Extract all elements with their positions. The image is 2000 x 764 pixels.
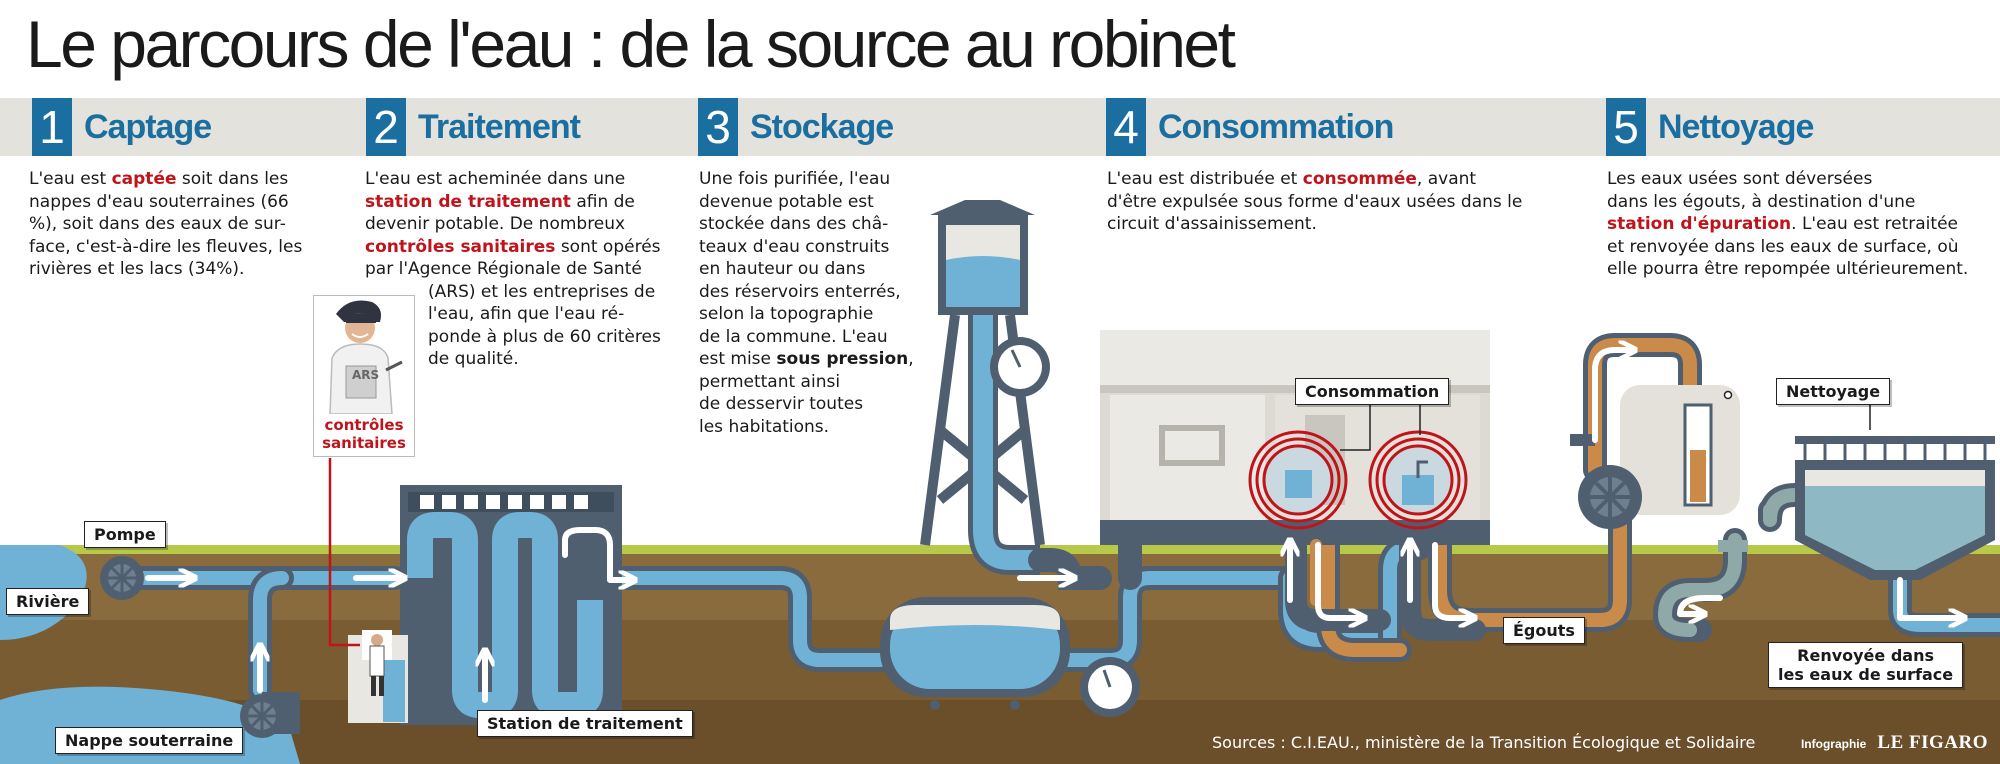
- flow-arrow: [1315, 542, 1360, 618]
- controls-label: contrôles sanitaires: [314, 416, 414, 452]
- step-stockage: 3 Stockage: [698, 98, 894, 156]
- water-tower: [920, 200, 1050, 575]
- technician-small: [369, 634, 385, 696]
- step-name: Stockage: [750, 107, 894, 146]
- consumption-circle-right: [1368, 430, 1468, 530]
- purification-station: [1570, 385, 1995, 580]
- underground-reservoir: [880, 597, 1140, 717]
- step-consommation: 4 Consommation: [1106, 98, 1394, 156]
- flow-arrow: [1897, 577, 1960, 618]
- technician-icon: [329, 300, 403, 414]
- page-title: Le parcours de l'eau : de la source au r…: [26, 7, 1236, 81]
- text-captage: L'eau est captée soit dans les nappes d'…: [29, 169, 303, 279]
- credit: Infographie LE FIGARO: [1801, 732, 1988, 754]
- step-name: Traitement: [418, 107, 581, 146]
- step-number: 2: [366, 98, 406, 156]
- step-number: 4: [1106, 98, 1146, 156]
- step-number: 3: [698, 98, 738, 156]
- text-traitement: L'eau est acheminée dans une station de …: [365, 169, 661, 369]
- treatment-station: [348, 485, 622, 725]
- text-consommation: L'eau est distribuée et consommée, avant…: [1107, 169, 1523, 234]
- sources-text: Sources : C.I.EAU., ministère de la Tran…: [1212, 733, 1756, 752]
- consumption-circle-left: [1248, 430, 1348, 530]
- label-pompe: Pompe: [84, 521, 166, 548]
- label-nappe: Nappe souterraine: [55, 727, 244, 754]
- controls-line2: sanitaires: [322, 434, 406, 452]
- step-captage: 1 Captage: [32, 98, 212, 156]
- step-name: Captage: [84, 107, 212, 146]
- pump-river: [100, 556, 144, 600]
- credit-logo: LE FIGARO: [1877, 732, 1988, 753]
- pump-groundwater: [240, 692, 300, 738]
- controls-line1: contrôles: [324, 416, 404, 434]
- credit-small: Infographie: [1800, 737, 1867, 751]
- step-number: 1: [32, 98, 72, 156]
- flow-arrow: [1592, 350, 1630, 443]
- house: [1100, 330, 1490, 545]
- controls-callout: ARS contrôles sanitaires: [313, 295, 415, 457]
- label-consommation: Consommation: [1295, 378, 1450, 405]
- flow-arrow: [562, 527, 630, 580]
- steps-band: [0, 98, 2000, 156]
- text-stockage: Une fois purifiée, l'eau devenue potable…: [699, 169, 914, 437]
- step-number: 5: [1606, 98, 1646, 156]
- step-traitement: 2 Traitement: [366, 98, 581, 156]
- text-nettoyage: Les eaux usées sont déversées dans les é…: [1607, 169, 1969, 279]
- label-renvoyee: Renvoyée dans les eaux de surface: [1768, 642, 1964, 688]
- flow-arrow: [1677, 595, 1723, 614]
- step-nettoyage: 5 Nettoyage: [1606, 98, 1814, 156]
- label-station: Station de traitement: [477, 710, 693, 737]
- label-egouts: Égouts: [1503, 617, 1585, 644]
- label-nettoyage: Nettoyage: [1776, 378, 1891, 405]
- label-riviere: Rivière: [6, 588, 90, 615]
- step-name: Consommation: [1158, 107, 1394, 146]
- step-name: Nettoyage: [1658, 107, 1814, 146]
- ars-badge: ARS: [352, 368, 380, 382]
- flow-arrow: [1432, 542, 1470, 618]
